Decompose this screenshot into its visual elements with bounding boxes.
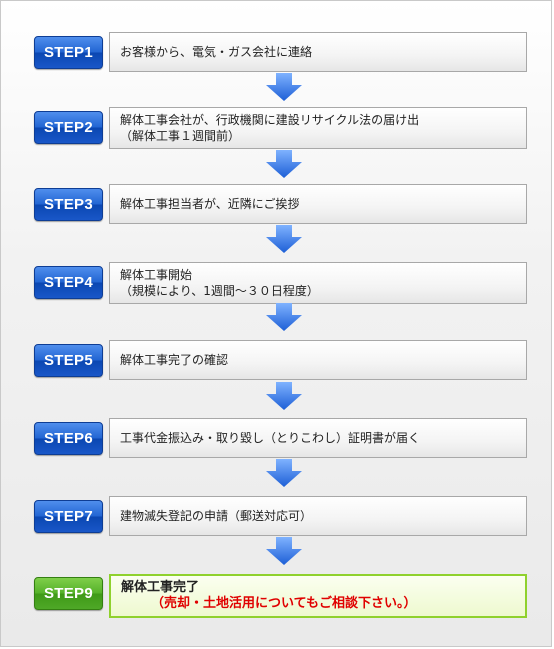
- step-description: 工事代金振込み・取り毀し（とりこわし）証明書が届く: [109, 418, 527, 458]
- final-step-description: 解体工事完了 （売却・土地活用についてもご相談下さい。）: [109, 574, 527, 618]
- arrow-down-icon: [266, 459, 302, 487]
- step-badge: STEP9: [34, 577, 103, 610]
- step-description: 解体工事開始 （規模により、1週間～３０日程度）: [109, 262, 527, 304]
- step-description: お客様から、電気・ガス会社に連絡: [109, 32, 527, 72]
- step-badge: STEP2: [34, 111, 103, 144]
- step-badge: STEP6: [34, 422, 103, 455]
- step-description: 解体工事完了の確認: [109, 340, 527, 380]
- arrow-down-icon: [266, 225, 302, 253]
- arrow-down-icon: [266, 537, 302, 565]
- step-badge: STEP7: [34, 500, 103, 533]
- step-description: 解体工事担当者が、近隣にご挨拶: [109, 184, 527, 224]
- step-description: 解体工事会社が、行政機関に建設リサイクル法の届け出 （解体工事１週間前）: [109, 107, 527, 149]
- arrow-down-icon: [266, 382, 302, 410]
- arrow-down-icon: [266, 303, 302, 331]
- final-step-note: （売却・土地活用についてもご相談下さい。）: [151, 596, 417, 611]
- step-badge: STEP4: [34, 266, 103, 299]
- step-description: 建物滅失登記の申請（郵送対応可）: [109, 496, 527, 536]
- arrow-down-icon: [266, 150, 302, 178]
- final-step-title: 解体工事完了: [121, 580, 200, 595]
- step-badge: STEP5: [34, 344, 103, 377]
- step-badge: STEP1: [34, 36, 103, 69]
- step-badge: STEP3: [34, 188, 103, 221]
- arrow-down-icon: [266, 73, 302, 101]
